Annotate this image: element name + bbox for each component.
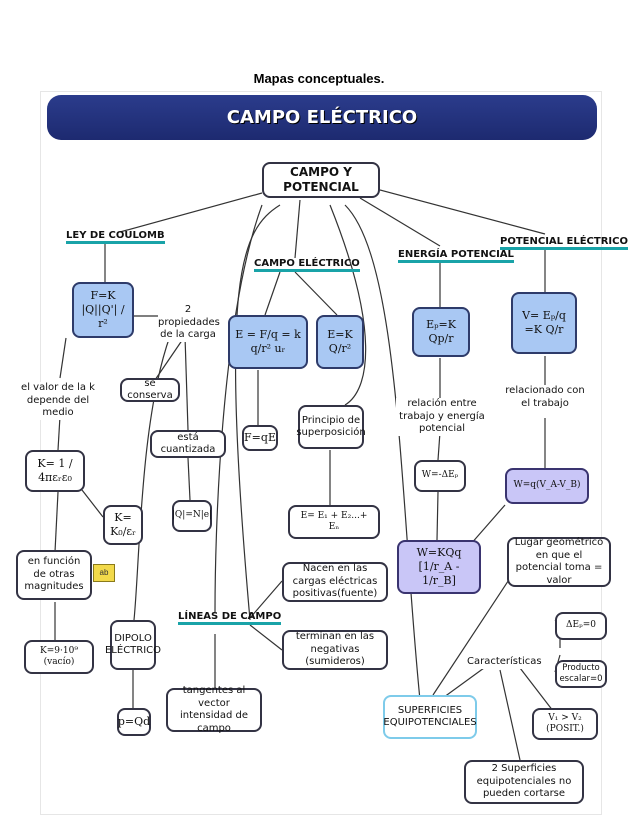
diferencia-formula: W=q(V_A-V_B) <box>505 468 589 504</box>
superficies-node: SUPERFICIES EQUIPOTENCIALES <box>383 695 477 739</box>
center-node: CAMPO Y POTENCIAL <box>262 162 380 198</box>
heading-energia: ENERGÍA POTENCIAL <box>398 249 514 263</box>
k-rel-formula: K= K₀/εᵣ <box>103 505 143 545</box>
page-title: Mapas conceptuales. <box>253 71 385 86</box>
no-cortarse-node: 2 Superficies equipotenciales no pueden … <box>464 760 584 804</box>
superposicion-formula: E= E₁ + E₂...+ Eₙ <box>288 505 380 539</box>
dipolo-node: DIPOLO ELÉCTRICO <box>105 620 161 670</box>
va-vb-formula: V₁ > V₂ (POSIT.) <box>532 708 598 740</box>
campo-modulo-formula: E=K Q/r² <box>316 315 364 369</box>
heading-coulomb: LEY DE COULOMB <box>66 230 165 244</box>
dep-formula: ΔEₚ=0 <box>555 612 607 640</box>
valor-k-text: el valor de la k depende del medio <box>12 382 104 420</box>
potencial-formula: V= Eₚ/q =K Q/r <box>511 292 577 354</box>
heading-lineas: LÍNEAS DE CAMPO <box>178 611 282 625</box>
terminan-node: terminan en las negativas (sumideros) <box>282 630 388 670</box>
concept-map <box>40 91 602 815</box>
delta-formula: W=-ΔEₚ <box>414 460 466 492</box>
relacion-text: relación entre trabajo y energía potenci… <box>396 398 488 436</box>
conserva-node: se conserva <box>120 378 180 402</box>
cuantizada-node: está cuantizada <box>150 430 226 458</box>
lugar-node: Lugar geométrico en que el potencial tom… <box>507 537 611 587</box>
propiedades-text: 2 propiedades de la carga <box>158 304 220 342</box>
k-eps-formula: K= 1 / 4πεᵣε₀ <box>25 450 85 492</box>
trabajo-formula: W=KQq [1/r_A - 1/r_B] <box>397 540 481 594</box>
principio-node: Principio de superposición <box>296 405 366 449</box>
carga-formula: |Q|=N|e| <box>172 500 212 532</box>
dipolo-formula: p=Qd <box>117 708 151 736</box>
producto-node: Producto escalar=0 <box>555 660 607 688</box>
heading-campo: CAMPO ELÉCTRICO <box>254 258 360 272</box>
funcion-node: en función de otras magnitudes <box>16 550 92 600</box>
k-vacio-formula: K=9·10⁹ (vacío) <box>24 640 94 674</box>
tangentes-node: tangentes al vector intensidad de campo <box>166 685 262 734</box>
coulomb-formula: F=K |Q||Q'| / r² <box>72 282 134 338</box>
fqe-formula: F=qE <box>242 425 278 451</box>
heading-potencial: POTENCIAL ELÉCTRICO <box>500 236 628 250</box>
relacionado-text: relacionado con el trabajo <box>505 385 585 410</box>
energia-formula: Eₚ=K Qp/r <box>412 307 470 357</box>
attachment-icon: ab <box>93 564 115 582</box>
campo-vector-formula: E = F/q = k q/r² uᵣ <box>228 315 308 369</box>
map-banner: CAMPO ELÉCTRICO <box>47 95 597 140</box>
caracteristicas-text: Características <box>467 656 542 669</box>
nacen-node: Nacen en las cargas eléctricas positivas… <box>282 562 388 602</box>
